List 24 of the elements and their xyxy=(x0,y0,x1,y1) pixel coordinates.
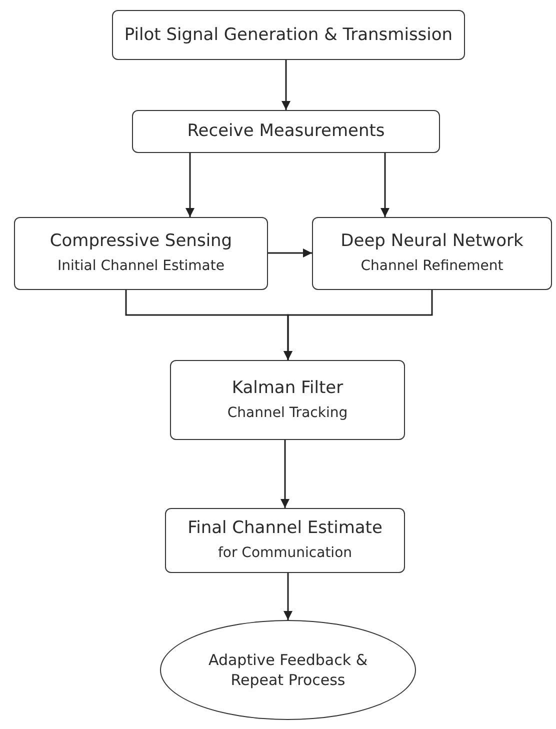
arrow xyxy=(268,248,312,258)
process-box xyxy=(14,217,268,290)
arrow xyxy=(284,573,292,620)
node-title: Receive Measurements xyxy=(187,120,385,143)
node-title: Kalman Filter xyxy=(232,376,344,400)
arrow xyxy=(280,440,290,508)
node-title: Adaptive Feedback & Repeat Process xyxy=(207,650,369,690)
arrow xyxy=(284,290,433,360)
process-box xyxy=(170,360,405,440)
process-box xyxy=(312,217,552,290)
arrow xyxy=(380,153,390,217)
process-box xyxy=(132,110,440,153)
process-box xyxy=(112,10,465,60)
node-subtitle: Channel Refinement xyxy=(360,257,504,276)
node-subtitle: Channel Tracking xyxy=(227,404,348,423)
node-title: Compressive Sensing xyxy=(50,230,232,254)
node-title: Deep Neural Network xyxy=(340,230,524,254)
node-subtitle: Initial Channel Estimate xyxy=(58,257,224,276)
arrow xyxy=(186,153,194,217)
process-box xyxy=(165,508,405,573)
arrow xyxy=(282,60,290,110)
node-title: Pilot Signal Generation & Transmission xyxy=(124,24,453,46)
node-title: Final Channel Estimate xyxy=(188,517,382,540)
node-subtitle: for Communication xyxy=(218,544,352,564)
